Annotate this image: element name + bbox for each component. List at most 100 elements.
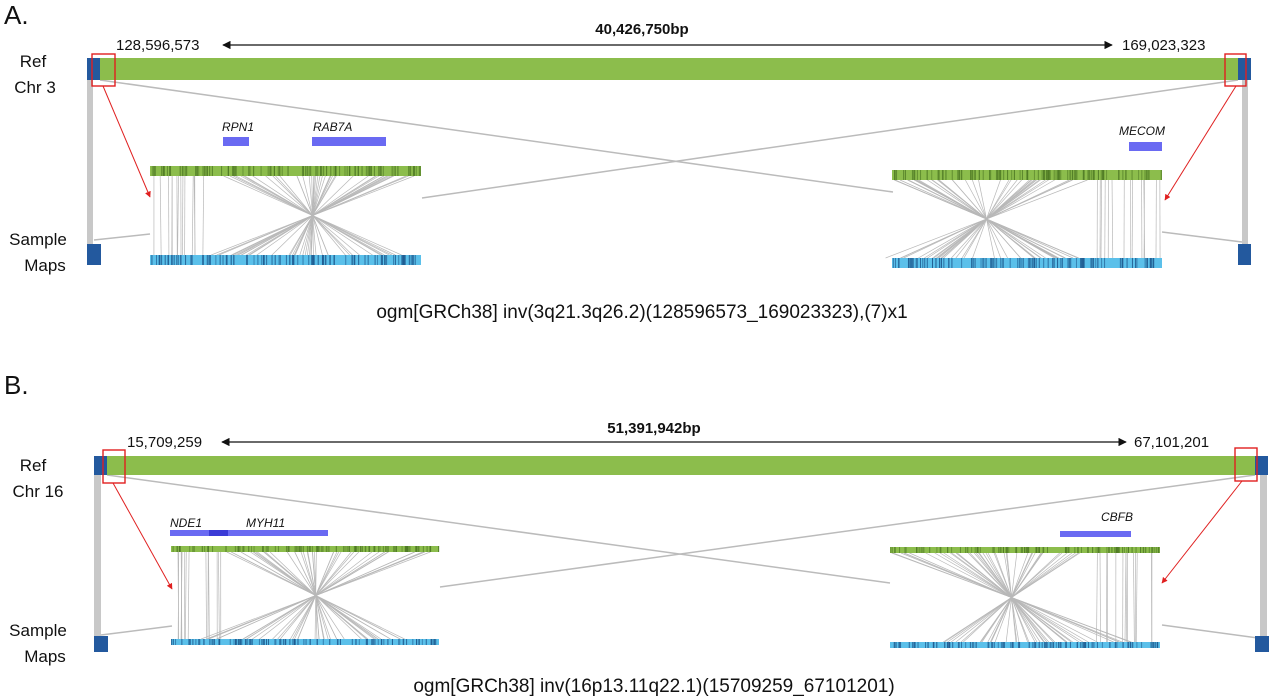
sample-label-site [1135,258,1137,268]
iscn-nomenclature: ogm[GRCh38] inv(3q21.3q26.2)(128596573_1… [376,302,907,323]
sample-label-site [352,255,354,265]
reference-label-site [1068,547,1070,553]
reference-label-site [1127,547,1129,553]
sample-label-site [1091,642,1093,648]
right-zoom-arrow [1164,85,1237,201]
sample-label-site [278,639,280,645]
gene-label-nde1: NDE1 [170,516,202,530]
reference-label-site [373,166,375,176]
reference-label-site [306,546,308,552]
reference-label-site [196,166,198,176]
reference-label-site [192,546,194,552]
reference-label-site [1111,547,1113,553]
sample-label-site [1064,642,1066,648]
sample-label-site [1096,642,1098,648]
reference-label-site [189,546,191,552]
reference-label-site [238,546,240,552]
reference-label-site [253,166,255,176]
sample-label-site [925,642,927,648]
sample-label-site [1150,642,1152,648]
reference-label-site [415,546,417,552]
reference-label-site [1131,170,1133,180]
sample-label-site [908,642,910,648]
reference-label-site [1087,170,1089,180]
sample-label-site [1155,642,1157,648]
reference-label-site [923,547,925,553]
left-alignment-lines [177,551,431,640]
sample-label-site [324,255,326,265]
reference-label-site [370,166,372,176]
reference-right-end [1238,58,1251,80]
reference-label-site [360,546,362,552]
alignment-line [1096,552,1098,643]
sample-label-site [189,639,191,645]
reference-label-site [306,166,308,176]
reference-label-site [996,170,998,180]
reference-label-site [1158,547,1160,553]
sample-label-site [1090,258,1092,268]
sample-label-site [294,639,296,645]
sample-label-site [329,639,331,645]
sample-label-site [383,639,385,645]
reference-label-site [249,166,251,176]
sample-label-site [159,255,161,265]
reference-label-site [1071,170,1073,180]
reference-label-site [234,546,236,552]
reference-label-site [277,546,279,552]
alignment-line [1135,552,1138,643]
reference-label-site [317,546,319,552]
reference-label-site [308,546,310,552]
sample-label-site [355,639,357,645]
sample-label-site [1021,258,1023,268]
sample-label-site [1053,642,1055,648]
sample-label-site [908,258,910,268]
sample-label-site [1119,258,1121,268]
reference-label-site [364,546,366,552]
reference-label-site [382,546,384,552]
reference-label-site [1020,547,1022,553]
reference-label-site [1026,547,1028,553]
reference-label-site [287,546,289,552]
reference-label-site [894,547,896,553]
sample-label-site [1147,258,1149,268]
end-coordinate: 67,101,201 [1134,434,1209,451]
sample-label-site [965,642,967,648]
reference-label-site [367,166,369,176]
reference-label-site [972,170,974,180]
sample-label-site [160,255,162,265]
sample-label-site [322,255,324,265]
sample-label-site [1044,642,1045,648]
gene-bar-cbfb [1060,531,1131,537]
sample-label-site [1095,258,1097,268]
sample-label-site [417,639,419,645]
gene-label-mecom: MECOM [1119,124,1165,138]
sample-label-site [434,639,436,645]
reference-label-site [204,546,206,552]
alignment-line [187,551,190,640]
reference-label-site [1083,170,1085,180]
reference-label-site [361,166,363,176]
reference-label-site [1117,547,1119,553]
left-sample-zoom-map [150,255,421,265]
sample-label-site [1126,258,1128,268]
sample-label-site [1129,642,1131,648]
sample-label-site [211,639,213,645]
reference-label-site [301,166,303,176]
reference-label-site [153,166,155,176]
reference-label-site [1092,547,1094,553]
sample-label-site [190,255,192,265]
reference-label-site [1117,547,1119,553]
gene-label-myh11: MYH11 [246,516,285,530]
sample-label-site [1034,258,1036,268]
sample-label-site [993,642,995,648]
reference-label-site [355,166,357,176]
right-alignment-lines [891,552,1153,643]
sample-label-site [181,639,183,645]
sample-label-site [1127,642,1129,648]
sample-label-site [894,642,896,648]
reference-label-site [354,546,356,552]
sample-label-site [949,642,951,648]
reference-label-site [1055,170,1057,180]
sample-label-site [245,639,247,645]
sample-label-site [907,258,909,268]
